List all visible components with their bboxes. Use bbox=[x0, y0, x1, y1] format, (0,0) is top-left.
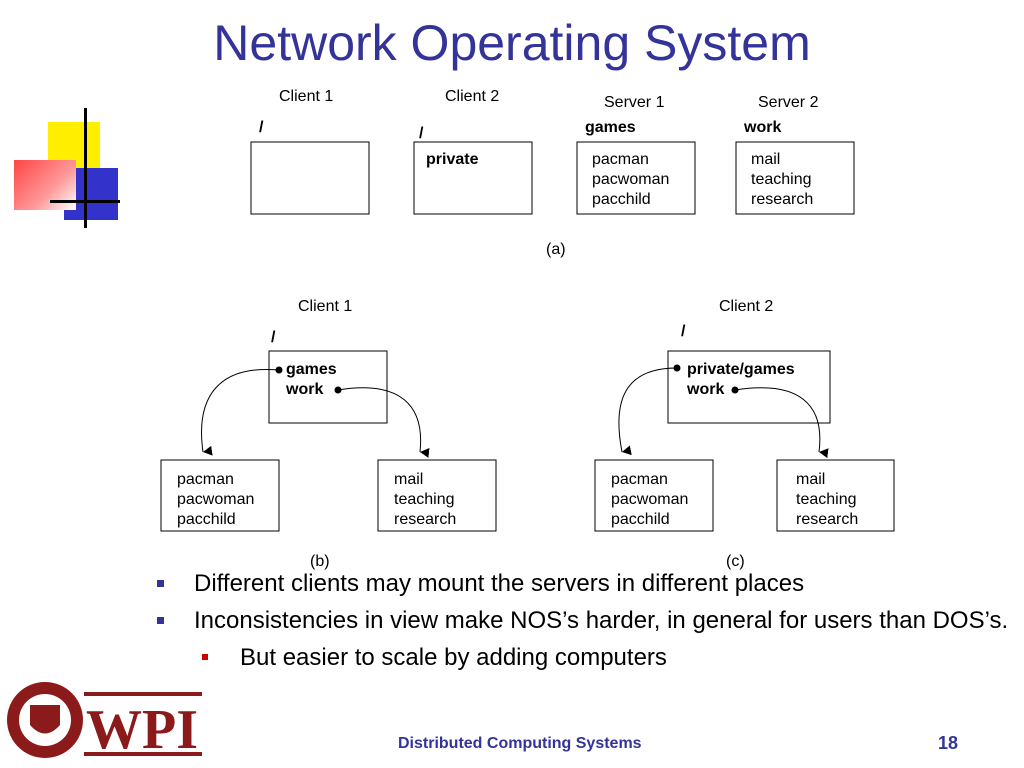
b-work-box bbox=[377, 459, 497, 532]
b-client-label: Client 1 bbox=[298, 298, 352, 315]
wpi-logo: WPI bbox=[7, 682, 202, 761]
b-work-arrow bbox=[337, 387, 430, 458]
a-client1-root: / bbox=[259, 119, 264, 136]
page-number: 18 bbox=[938, 733, 959, 753]
c-games-box bbox=[594, 459, 714, 532]
b-work-item: research bbox=[394, 511, 456, 528]
a-client2-item: private bbox=[426, 151, 479, 168]
sub-bullet-item: But easier to scale by adding computers bbox=[202, 642, 1016, 673]
c-client-label: Client 2 bbox=[719, 298, 773, 315]
c-games-item: pacwoman bbox=[611, 491, 688, 508]
b-work-item: teaching bbox=[394, 491, 455, 508]
a-server2-label: Server 2 bbox=[758, 94, 819, 111]
slide-title: Network Operating System bbox=[213, 15, 811, 71]
bullet-list: Different clients may mount the servers … bbox=[156, 568, 1016, 673]
bullet-square-icon bbox=[157, 617, 164, 624]
c-mount-work: work bbox=[686, 381, 724, 398]
c-work-box bbox=[776, 459, 895, 532]
vertical-line bbox=[84, 108, 87, 228]
b-mount-work: work bbox=[285, 381, 323, 398]
a-server1-item: pacchild bbox=[592, 191, 651, 208]
b-caption: (b) bbox=[310, 553, 330, 570]
c-work-arrow bbox=[734, 387, 829, 459]
b-games-item: pacwoman bbox=[177, 491, 254, 508]
a-caption: (a) bbox=[546, 241, 566, 258]
a-server2-box bbox=[735, 141, 855, 215]
a-client1-label: Client 1 bbox=[279, 88, 333, 105]
bullet-text: Different clients may mount the servers … bbox=[194, 570, 805, 597]
b-client-box bbox=[268, 350, 388, 424]
a-server1-label: Server 1 bbox=[604, 94, 665, 111]
a-server1-item: pacwoman bbox=[592, 171, 669, 188]
b-games-arrow bbox=[201, 368, 280, 456]
b-games-box bbox=[160, 459, 280, 532]
a-server1-item: pacman bbox=[592, 151, 649, 168]
b-work-item: mail bbox=[394, 471, 423, 488]
b-games-item: pacman bbox=[177, 471, 234, 488]
bullet-square-icon bbox=[157, 580, 164, 587]
bullet-text: Inconsistencies in view make NOS’s harde… bbox=[194, 607, 1009, 634]
a-server2-item: research bbox=[751, 191, 813, 208]
c-games-item: pacchild bbox=[611, 511, 670, 528]
a-server2-item: teaching bbox=[751, 171, 812, 188]
c-work-item: teaching bbox=[796, 491, 857, 508]
c-games-arrow bbox=[618, 367, 678, 456]
c-games-item: pacman bbox=[611, 471, 668, 488]
b-mount-games: games bbox=[286, 361, 337, 378]
c-work-item: research bbox=[796, 511, 858, 528]
a-client1-box bbox=[250, 141, 370, 215]
bullet-item: Inconsistencies in view make NOS’s harde… bbox=[156, 605, 1016, 636]
sub-bullet-text: But easier to scale by adding computers bbox=[240, 644, 667, 671]
c-caption: (c) bbox=[726, 553, 745, 570]
footer-course-title: Distributed Computing Systems bbox=[398, 735, 642, 752]
a-server1-export: games bbox=[585, 119, 636, 136]
a-server1-box bbox=[576, 141, 696, 215]
a-server2-item: mail bbox=[751, 151, 780, 168]
c-client-box bbox=[667, 350, 831, 424]
c-mount-private-games: private/games bbox=[687, 361, 795, 378]
a-client2-box bbox=[413, 141, 533, 215]
horizontal-line bbox=[50, 200, 120, 203]
c-work-item: mail bbox=[796, 471, 825, 488]
bullet-item: Different clients may mount the servers … bbox=[156, 568, 1016, 599]
wpi-logo-bottom-rule bbox=[84, 752, 202, 756]
sub-bullet-square-icon bbox=[202, 654, 208, 660]
a-client2-label: Client 2 bbox=[445, 88, 499, 105]
b-root: / bbox=[271, 329, 276, 346]
wpi-logo-text: WPI bbox=[86, 699, 198, 761]
wpi-logo-top-rule bbox=[84, 692, 202, 696]
c-root: / bbox=[681, 323, 686, 340]
corner-decoration bbox=[14, 108, 124, 228]
a-client2-root: / bbox=[419, 125, 424, 142]
wpi-seal-shield bbox=[30, 705, 60, 734]
b-games-item: pacchild bbox=[177, 511, 236, 528]
a-server2-export: work bbox=[743, 119, 781, 136]
